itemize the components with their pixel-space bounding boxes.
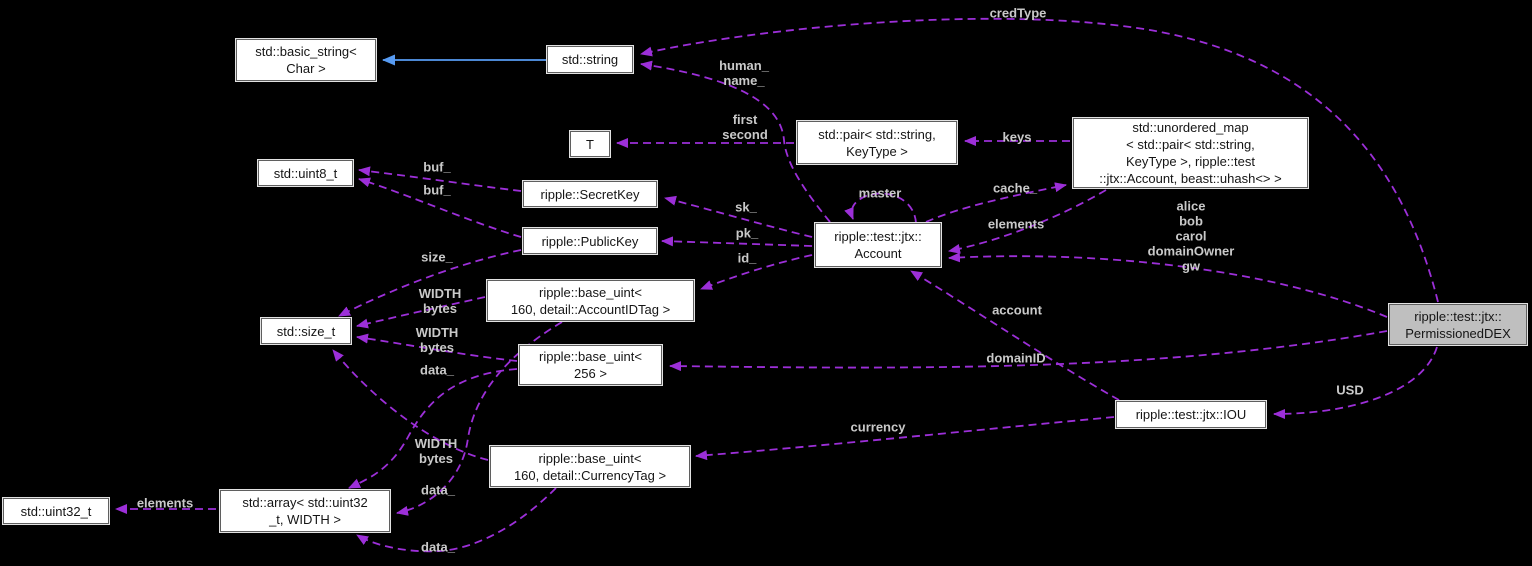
node-std-size-t[interactable]: std::size_t [261,318,351,344]
edge-buf-publickey [358,177,522,238]
node-iou[interactable]: ripple::test::jtx::IOU [1116,401,1266,428]
edge-accounts-list [948,252,1388,318]
node-account[interactable]: ripple::test::jtx:: Account [815,223,941,267]
edge-data-accountid [396,321,563,516]
edge-data-256 [348,368,518,489]
node-std-uint32-t[interactable]: std::uint32_t [3,498,109,524]
edge-usd [1273,346,1438,419]
edge-master-selfloop [844,192,917,224]
edge-id [700,254,813,290]
node-std-pair[interactable]: std::pair< std::string, KeyType > [797,121,957,164]
edge-domainid [669,330,1388,372]
node-std-uint8-t[interactable]: std::uint8_t [258,160,353,186]
node-std-basic-string[interactable]: std::basic_string< Char > [236,39,376,81]
node-permissioneddex[interactable]: ripple::test::jtx:: PermissionedDEX [1389,304,1527,345]
edge-buf-secretkey [358,166,522,192]
node-std-unordered-map[interactable]: std::unordered_map < std::pair< std::str… [1073,118,1308,188]
edge-human-name [640,60,831,223]
node-ripple-publickey[interactable]: ripple::PublicKey [523,228,657,254]
node-std-string[interactable]: std::string [547,46,633,73]
node-std-array[interactable]: std::array< std::uint32 _t, WIDTH > [220,490,390,532]
edge-size [338,249,522,317]
node-base-uint-accountidtag[interactable]: ripple::base_uint< 160, detail::AccountI… [487,280,694,321]
edge-width-bytes-currency [332,349,489,461]
node-t[interactable]: T [570,131,610,157]
edge-width-bytes-256 [356,333,518,362]
edge-credtype [640,17,1439,303]
node-ripple-secretkey[interactable]: ripple::SecretKey [523,181,657,207]
edge-pk [661,236,813,247]
edge-data-currency [356,487,557,553]
edge-sk [664,195,813,238]
edge-account [910,270,1120,401]
edge-elements-map [948,189,1107,254]
node-base-uint-currencytag[interactable]: ripple::base_uint< 160, detail::Currency… [490,446,690,487]
node-base-uint-256[interactable]: ripple::base_uint< 256 > [519,345,662,385]
edge-width-bytes-accountid [356,296,486,329]
edge-currency [695,416,1115,461]
edge-cache [925,182,1067,223]
